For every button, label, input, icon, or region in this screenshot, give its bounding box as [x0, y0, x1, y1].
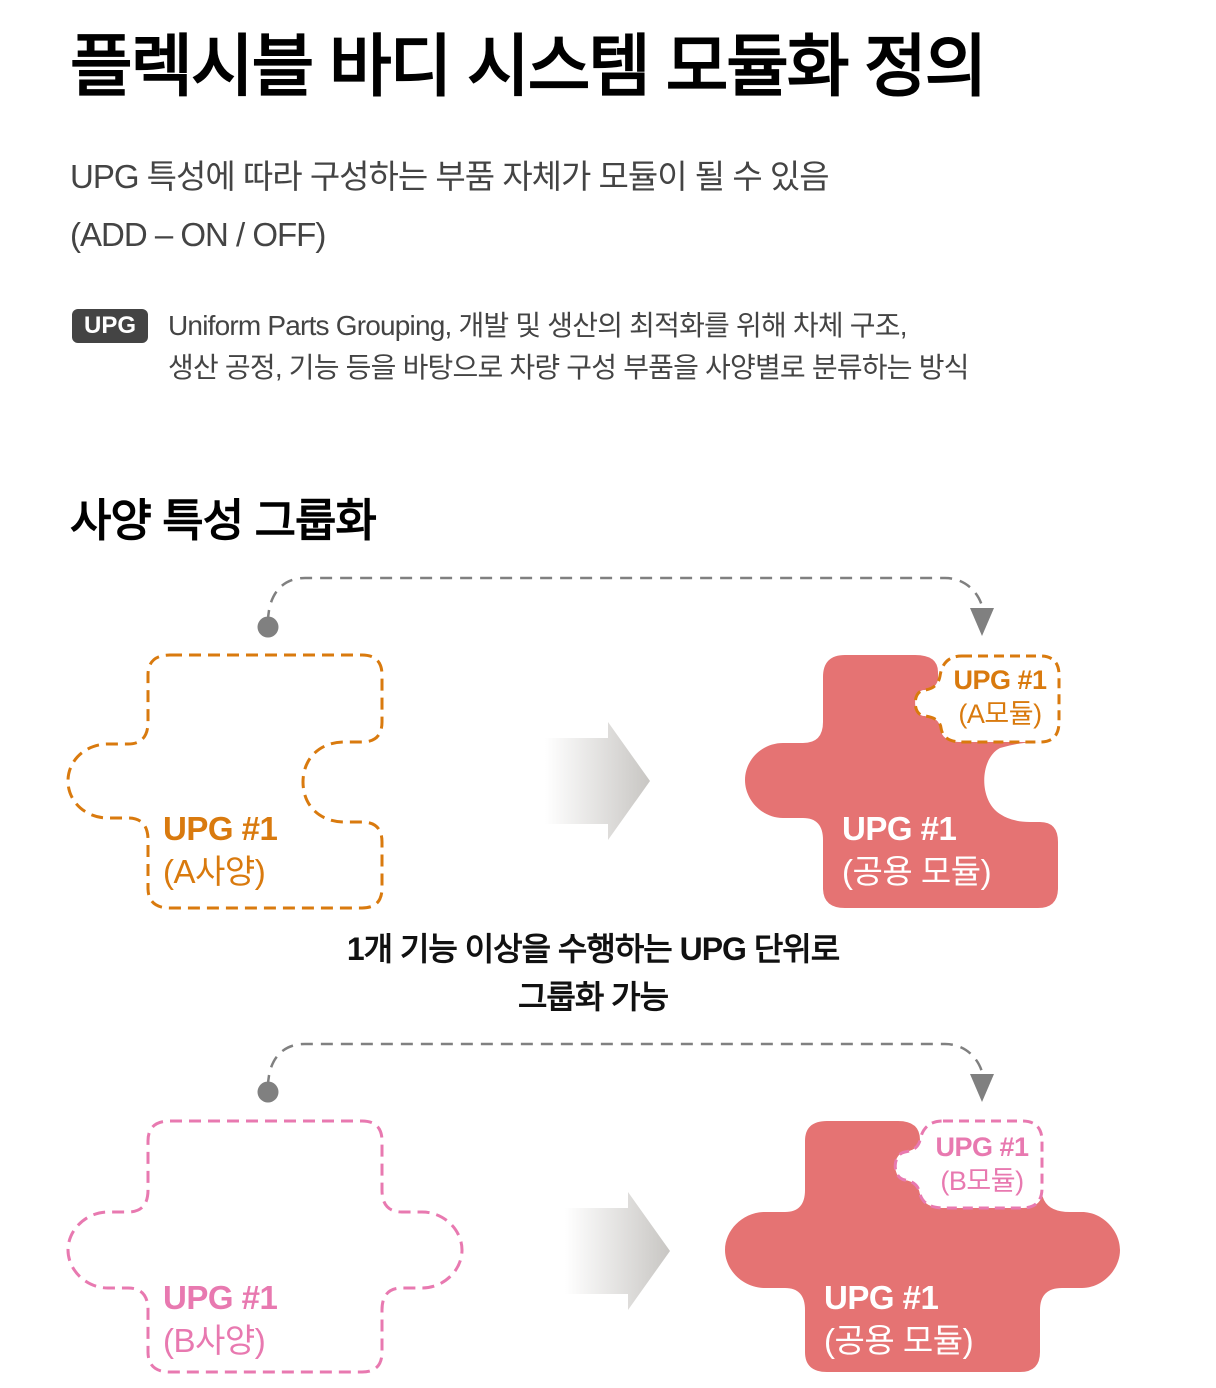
spec-a-label: UPG #1 (A사양) [163, 808, 278, 894]
connector-arrowhead-icon [970, 608, 994, 636]
shared-module-a-title: UPG #1 [842, 810, 957, 847]
section-title: 사양 특성 그룹화 [70, 495, 377, 546]
transform-arrow-b-icon [565, 1192, 670, 1310]
shared-module-b-subtitle: (공용 모듈) [824, 1321, 974, 1359]
connector-arrowhead-icon [970, 1074, 994, 1102]
grouping-caption: 1개 기능 이상을 수행하는 UPG 단위로 그룹화 가능 [0, 925, 1186, 1021]
page-subtitle: UPG 특성에 따라 구성하는 부품 자체가 모듈이 될 수 있음 (ADD –… [70, 148, 830, 264]
note-line-2: 생산 공정, 기능 등을 바탕으로 차량 구성 부품을 사양별로 분류하는 방식 [168, 352, 969, 383]
connector-start-dot [257, 616, 279, 638]
upg-badge: UPG [72, 309, 149, 343]
spec-a-outline-puzzle [66, 653, 384, 910]
spec-b-outline-puzzle [66, 1119, 464, 1374]
shared-module-b-puzzle [725, 1121, 1120, 1372]
connector-a [257, 576, 994, 638]
subtitle-line-2: (ADD – ON / OFF) [70, 216, 326, 253]
shared-module-b-title: UPG #1 [824, 1279, 939, 1316]
subtitle-line-1: UPG 특성에 따라 구성하는 부품 자체가 모듈이 될 수 있음 [70, 158, 830, 195]
spec-b-label: UPG #1 (B사양) [163, 1277, 278, 1363]
shared-module-b-label: UPG #1 (공용 모듈) [824, 1277, 974, 1363]
module-a-label: UPG #1 (A모듈) [948, 663, 1052, 731]
module-a-outline [913, 654, 1061, 744]
shared-module-a-label: UPG #1 (공용 모듈) [842, 808, 992, 894]
module-b-subtitle: (B모듈) [940, 1166, 1024, 1196]
note-line-1: Uniform Parts Grouping, 개발 및 생산의 최적화를 위해… [168, 310, 907, 341]
caption-line-2: 그룹화 가능 [517, 979, 669, 1015]
module-b-title: UPG #1 [935, 1132, 1029, 1162]
module-a-title: UPG #1 [953, 665, 1047, 695]
module-a-subtitle: (A모듈) [958, 699, 1042, 729]
spec-b-subtitle: (B사양) [163, 1321, 266, 1359]
upg-definition-text: Uniform Parts Grouping, 개발 및 생산의 최적화를 위해… [168, 305, 1068, 389]
module-b-outline [893, 1119, 1044, 1210]
shared-module-a-subtitle: (공용 모듈) [842, 852, 992, 890]
connector-start-dot [257, 1081, 279, 1103]
module-b-label: UPG #1 (B모듈) [928, 1130, 1036, 1198]
transform-arrow-a-icon [545, 722, 650, 840]
spec-a-subtitle: (A사양) [163, 852, 266, 890]
caption-line-1: 1개 기능 이상을 수행하는 UPG 단위로 [346, 931, 840, 967]
spec-a-title: UPG #1 [163, 810, 278, 847]
connector-b [257, 1042, 994, 1103]
spec-b-title: UPG #1 [163, 1279, 278, 1316]
shared-module-a-puzzle [745, 655, 1058, 908]
page-title: 플렉시블 바디 시스템 모듈화 정의 [70, 29, 987, 105]
